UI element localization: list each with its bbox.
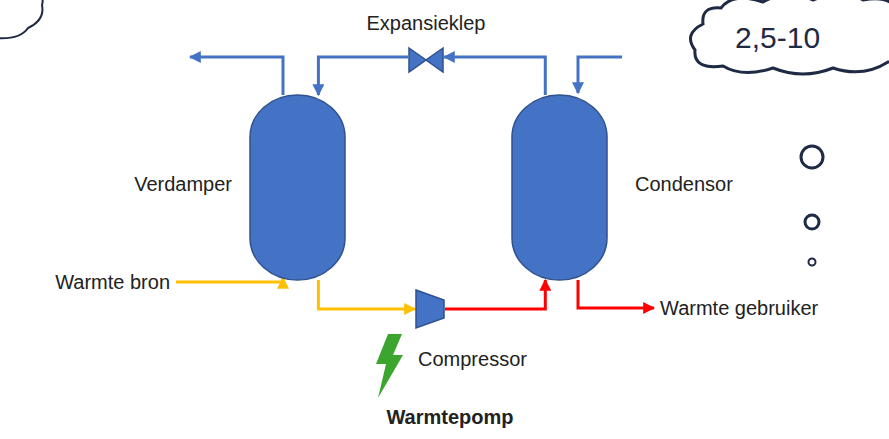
inlet-line bbox=[578, 57, 622, 93]
flow-connector bbox=[318, 57, 408, 95]
thought-bubble bbox=[805, 215, 819, 229]
compressor-symbol: Compressor bbox=[415, 289, 445, 329]
flow-connector bbox=[318, 280, 415, 309]
diagram-caption: Warmtepomp bbox=[386, 405, 513, 429]
evaporator-vessel: Verdamper bbox=[250, 95, 345, 280]
thought-bubble bbox=[809, 259, 816, 266]
heat-user-label: Warmte gebruiker bbox=[660, 296, 818, 320]
node-label: Compressor bbox=[418, 347, 527, 371]
node-label: Condensor bbox=[635, 172, 733, 196]
heat-source-label: Warmte bron bbox=[55, 270, 170, 294]
lightning-symbol bbox=[376, 334, 403, 398]
node-label: Expansieklep bbox=[367, 11, 486, 35]
shape-outline bbox=[512, 95, 607, 280]
heat-user-line bbox=[578, 280, 654, 308]
outlet-line bbox=[190, 57, 283, 95]
expansion-valve: Expansieklep bbox=[408, 47, 444, 73]
condenser-vessel: Condensor bbox=[512, 95, 607, 280]
thought-cloud: 2,5-10 bbox=[683, 0, 889, 70]
node-label: 2,5-10 bbox=[735, 20, 820, 56]
heat-source-line bbox=[176, 279, 283, 282]
thought-bubble bbox=[801, 146, 823, 168]
flow-connector bbox=[444, 57, 545, 95]
shape-outline bbox=[408, 47, 444, 73]
cloud-fragment bbox=[0, 0, 43, 38]
shape-outline bbox=[415, 289, 445, 329]
shape-outline bbox=[250, 95, 345, 280]
node-label: Verdamper bbox=[134, 172, 232, 196]
flow-connector bbox=[445, 280, 545, 309]
